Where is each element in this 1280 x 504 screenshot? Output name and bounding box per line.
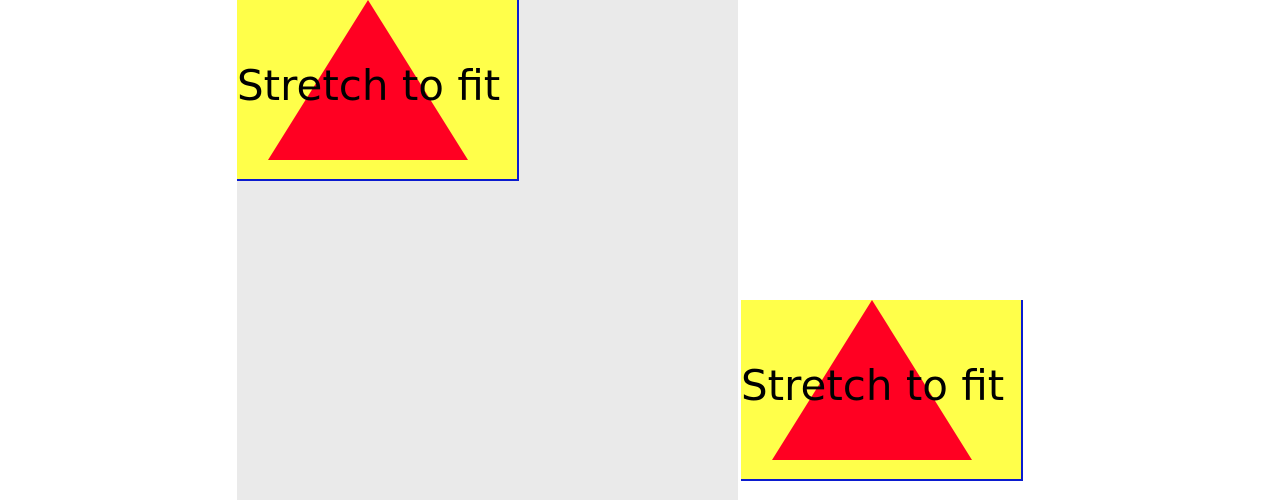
- stretch-label: Stretch to fit: [237, 61, 500, 110]
- red-triangle: [772, 300, 972, 460]
- box-border: [741, 300, 1023, 481]
- stretch-figure-top-svg: Stretch to fit: [237, 0, 519, 181]
- stretch-figure-bottom-svg: Stretch to fit: [741, 300, 1023, 481]
- box-border: [237, 0, 519, 181]
- red-triangle: [268, 0, 468, 160]
- stretch-figure-top: Stretch to fit: [237, 0, 519, 181]
- stretch-label: Stretch to fit: [741, 361, 1004, 410]
- stretch-figure-bottom: Stretch to fit: [741, 300, 1023, 481]
